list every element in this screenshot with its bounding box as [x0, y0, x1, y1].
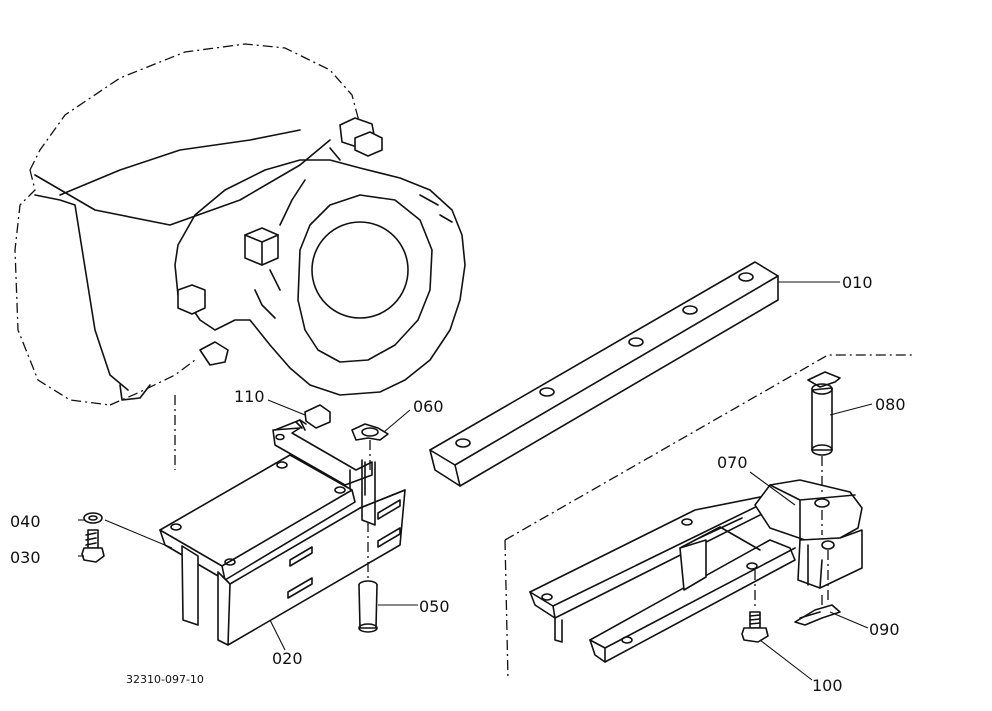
bolt-110 [295, 404, 331, 429]
leader-lines [78, 281, 873, 681]
label-060: 060 [413, 397, 444, 416]
clip-090 [794, 595, 841, 626]
washer-040 [83, 512, 103, 524]
clip-060 [351, 423, 389, 470]
pin-050 [358, 522, 378, 633]
assembly-boundary-left [504, 539, 509, 681]
drawing-code: 32310-097-10 [126, 673, 204, 686]
label-090: 090 [869, 620, 900, 639]
drawbar-frame-020 [159, 419, 406, 646]
label-040: 040 [10, 512, 41, 531]
transmission-housing [14, 43, 466, 470]
label-100: 100 [812, 676, 843, 695]
label-110: 110 [234, 387, 265, 406]
label-050: 050 [419, 597, 450, 616]
assembly-boundary [504, 354, 915, 541]
label-020: 020 [272, 649, 303, 668]
hitch-070 [529, 479, 863, 663]
label-010: 010 [842, 273, 873, 292]
label-030: 030 [10, 548, 41, 567]
drawbar-010 [429, 261, 779, 487]
bolt-030 [81, 529, 105, 563]
bolt-100 [741, 570, 769, 643]
pin-080 [807, 371, 841, 495]
label-070: 070 [717, 453, 748, 472]
label-080: 080 [875, 395, 906, 414]
